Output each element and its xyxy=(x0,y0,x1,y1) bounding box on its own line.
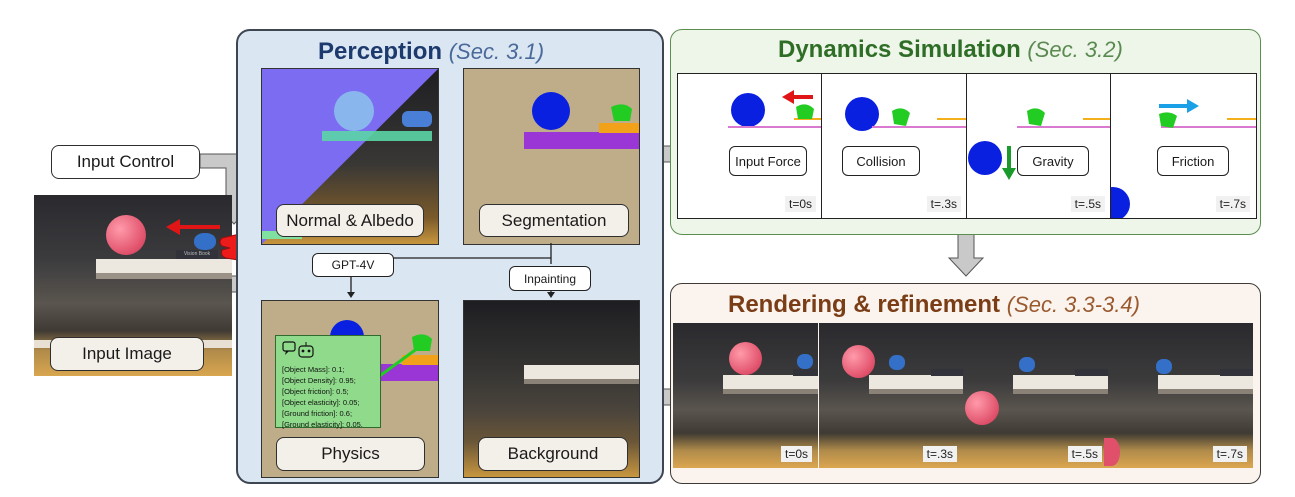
sim-label-gravity: Gravity xyxy=(1017,146,1089,176)
robot-chat-icon xyxy=(282,341,314,358)
render-time-4: t=.7s xyxy=(1212,446,1247,462)
sim-frame-friction: Friction t=.7s xyxy=(1110,73,1257,219)
param-object-mass: [Object Mass]: 0.1; xyxy=(282,365,345,374)
background-shelf xyxy=(524,365,639,379)
perception-title: Perception (Sec. 3.1) xyxy=(318,38,544,66)
pink-ball xyxy=(106,215,146,255)
input-control-box: Input Control xyxy=(51,145,200,179)
param-object-density: [Object Density]: 0.95; xyxy=(282,376,356,385)
sim-time-4: t=.7s xyxy=(1215,196,1250,212)
rendering-section: (Sec. 3.3-3.4) xyxy=(1006,292,1140,317)
render-ball-1 xyxy=(729,342,762,375)
sim-scene-1 xyxy=(728,90,822,128)
render-time-3: t=.5s xyxy=(1067,446,1102,462)
sim-frame-gravity: Gravity t=.5s xyxy=(966,73,1112,219)
param-ground-elasticity: [Ground elasticity]: 0.05. xyxy=(282,420,363,429)
render-ball-3 xyxy=(965,391,999,425)
render-time-2: t=.3s xyxy=(922,446,957,462)
book: Vision Book xyxy=(176,250,218,259)
param-ground-friction: [Ground friction]: 0.6; xyxy=(282,409,353,418)
segmentation-label: Segmentation xyxy=(479,204,629,237)
sim-time-3: t=.5s xyxy=(1070,196,1105,212)
normal-albedo-label: Normal & Albedo xyxy=(276,204,424,237)
gpt4v-box: GPT-4V xyxy=(312,253,394,277)
blue-toy xyxy=(194,233,216,250)
perception-title-text: Perception xyxy=(318,38,443,65)
background-label: Background xyxy=(478,437,628,471)
sim-scene-3 xyxy=(968,108,1111,180)
sim-scene-2 xyxy=(845,97,967,131)
sim-scene-4 xyxy=(1111,99,1256,218)
render-frame-1: t=0s xyxy=(673,323,818,468)
perception-flow-lines xyxy=(347,243,555,298)
render-frame-4: t=.7s xyxy=(1108,323,1253,468)
render-ball-2 xyxy=(842,345,875,378)
sim-time-1: t=0s xyxy=(784,196,816,212)
sim-label-friction: Friction xyxy=(1157,146,1229,176)
render-frame-3: t=.5s xyxy=(963,323,1108,468)
rendering-title: Rendering & refinement (Sec. 3.3-3.4) xyxy=(728,291,1140,319)
force-arrow-icon xyxy=(166,219,220,235)
dynamics-section: (Sec. 3.2) xyxy=(1027,37,1123,62)
rendering-title-text: Rendering & refinement xyxy=(728,291,1001,318)
param-object-elasticity: [Object elasticity]: 0.05; xyxy=(282,398,360,407)
physics-label: Physics xyxy=(276,437,425,471)
segmentation-render xyxy=(524,92,639,149)
physics-params-card: [Object Mass]: 0.1; [Object Density]: 0.… xyxy=(275,335,381,429)
shelf xyxy=(96,259,232,273)
sim-time-2: t=.3s xyxy=(926,196,961,212)
sim-label-input-force: Input Force xyxy=(729,146,807,176)
perception-section: (Sec. 3.1) xyxy=(448,39,545,64)
sim-frame-collision: Collision t=.3s xyxy=(821,73,968,219)
dynamics-title-text: Dynamics Simulation xyxy=(778,36,1021,63)
input-image-label: Input Image xyxy=(50,337,204,371)
sim-frame-input-force: Input Force t=0s xyxy=(677,73,823,219)
param-object-friction: [Object friction]: 0.5; xyxy=(282,387,349,396)
inpainting-box: Inpainting xyxy=(509,266,591,291)
render-time-1: t=0s xyxy=(780,446,812,462)
render-frame-2: t=.3s xyxy=(819,323,963,468)
dynamics-title: Dynamics Simulation (Sec. 3.2) xyxy=(778,36,1123,64)
render-ball-1112 xyxy=(1104,438,1120,466)
sim-label-collision: Collision xyxy=(842,146,920,176)
